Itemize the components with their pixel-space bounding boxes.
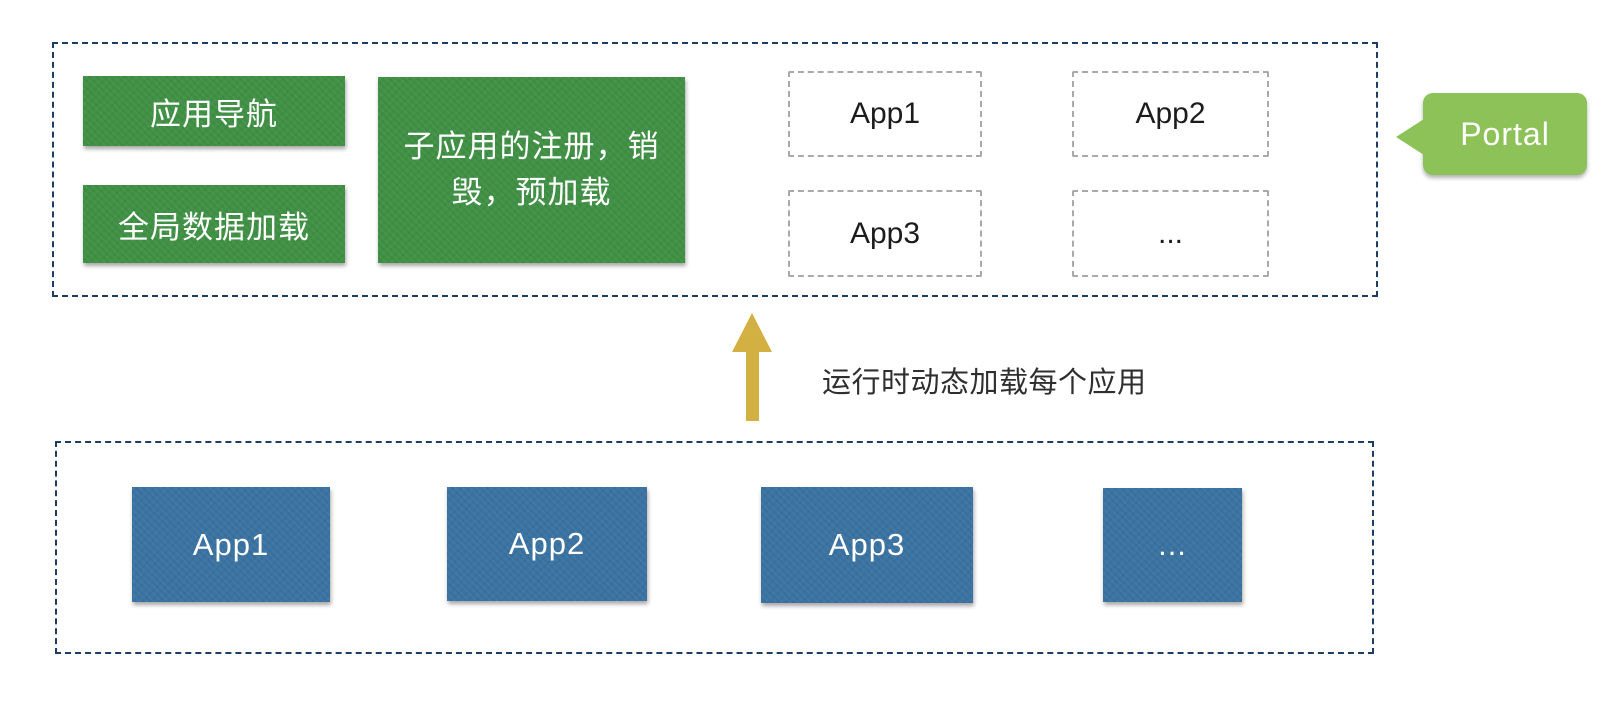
up-arrow-head bbox=[732, 313, 772, 352]
app-box-label: App1 bbox=[192, 526, 270, 562]
app-box-label: App3 bbox=[828, 527, 906, 562]
app-slot-label: App3 bbox=[849, 216, 921, 250]
up-arrow-shaft bbox=[746, 350, 759, 421]
feature-box-subapp-lifecycle: 子应用的注册，销毁，预加载 bbox=[378, 77, 685, 263]
feature-box-app-navigation: 应用导航 bbox=[83, 76, 345, 146]
feature-label: 子应用的注册，销毁，预加载 bbox=[403, 128, 660, 211]
runtime-loading-annotation: 运行时动态加载每个应用 bbox=[822, 367, 1147, 399]
feature-label: 全局数据加载 bbox=[118, 209, 310, 245]
feature-label: 应用导航 bbox=[150, 96, 278, 132]
app-box-label: ... bbox=[1158, 527, 1187, 562]
portal-callout-label: Portal bbox=[1460, 115, 1550, 152]
app-slot-app1: App1 bbox=[788, 71, 982, 157]
callout-pointer-left bbox=[1396, 119, 1424, 155]
app-box-app1: App1 bbox=[132, 487, 330, 602]
app-box-app3: App3 bbox=[761, 487, 973, 603]
app-box-label: App2 bbox=[508, 526, 586, 561]
app-slot-label: ... bbox=[1157, 216, 1183, 250]
feature-box-global-data-loading: 全局数据加载 bbox=[83, 185, 345, 263]
app-slot-app2: App2 bbox=[1072, 71, 1269, 157]
app-slot-app3: App3 bbox=[788, 190, 982, 277]
app-box-ellipsis: ... bbox=[1103, 488, 1242, 602]
portal-layer-container: 应用导航 全局数据加载 子应用的注册，销毁，预加载 App1 App2 App3… bbox=[52, 42, 1378, 297]
app-slot-label: App2 bbox=[1135, 97, 1206, 130]
apps-layer-container: App1 App2 App3 ... bbox=[55, 441, 1374, 654]
app-slot-label: App1 bbox=[849, 97, 921, 130]
app-slot-ellipsis: ... bbox=[1072, 190, 1269, 277]
app-box-app2: App2 bbox=[447, 487, 647, 601]
portal-callout: Portal bbox=[1396, 93, 1587, 175]
